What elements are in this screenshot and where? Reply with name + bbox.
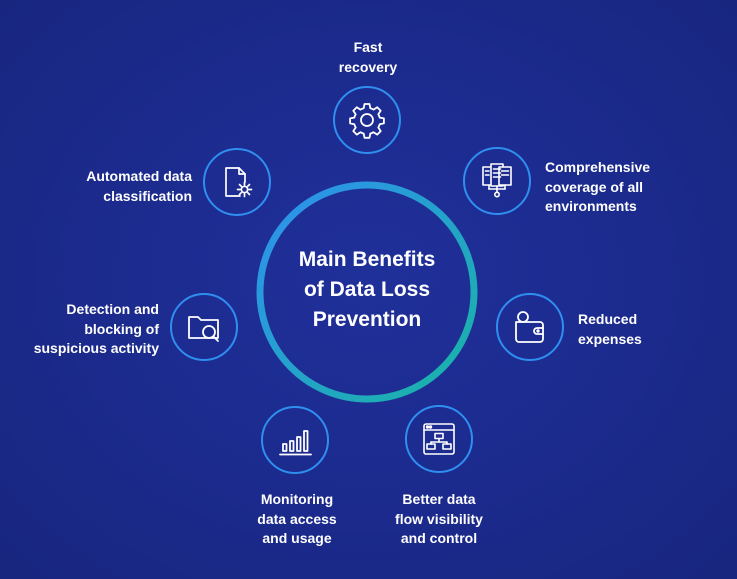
- center-title: Main Benefits of Data Loss Prevention: [267, 245, 467, 335]
- fast-recovery-node[interactable]: [333, 86, 401, 154]
- center-ring: [256, 181, 478, 403]
- monitoring-label: Monitoring data access and usage: [232, 490, 362, 549]
- detection-line-3: suspicious activity: [33, 340, 159, 356]
- monitoring-line-1: Monitoring: [260, 491, 334, 507]
- reduced-expenses-line-2: expenses: [578, 330, 642, 347]
- servers-icon: [482, 163, 512, 198]
- center-title-line-2: of Data Loss: [303, 278, 431, 301]
- automated-classification-line-1: Automated data: [86, 168, 192, 184]
- comprehensive-coverage-line-3: environments: [545, 198, 637, 214]
- monitoring-line-3: and usage: [262, 530, 332, 546]
- monitoring-line-2: data access: [257, 510, 337, 527]
- bar-chart-icon: [279, 430, 312, 456]
- flowchart-window-icon: [423, 423, 455, 455]
- fast-recovery-line-1: Fast: [353, 39, 383, 55]
- wallet-icon: [515, 311, 544, 343]
- detection-line-2: blocking of: [84, 320, 159, 337]
- reduced-expenses-label: Reduced expenses: [578, 310, 688, 349]
- comprehensive-coverage-node[interactable]: [463, 147, 531, 215]
- automated-classification-line-2: classification: [103, 187, 192, 204]
- detection-label: Detection and blocking of suspicious act…: [10, 300, 159, 359]
- reduced-expenses-node[interactable]: [496, 293, 564, 361]
- better-visibility-line-1: Better data: [402, 491, 476, 507]
- reduced-expenses-line-1: Reduced: [578, 311, 638, 327]
- automated-classification-label: Automated data classification: [40, 167, 192, 206]
- comprehensive-coverage-line-2: coverage of all: [545, 178, 644, 195]
- better-visibility-line-3: and control: [400, 530, 478, 546]
- detection-node[interactable]: [170, 293, 238, 361]
- better-visibility-line-2: flow visibility: [395, 510, 483, 527]
- center-title-line-3: Prevention: [312, 308, 422, 331]
- better-visibility-node[interactable]: [405, 405, 473, 473]
- document-gear-icon: [225, 167, 253, 198]
- gear-icon: [349, 103, 385, 139]
- folder-search-icon: [188, 316, 219, 342]
- better-visibility-label: Better data flow visibility and control: [374, 490, 504, 549]
- comprehensive-coverage-line-1: Comprehensive: [545, 159, 651, 175]
- comprehensive-coverage-label: Comprehensive coverage of all environmen…: [545, 158, 685, 217]
- monitoring-node[interactable]: [261, 406, 329, 474]
- fast-recovery-line-2: recovery: [338, 58, 398, 75]
- center-title-line-1: Main Benefits: [298, 248, 436, 271]
- detection-line-1: Detection and: [66, 301, 159, 317]
- automated-classification-node[interactable]: [203, 148, 271, 216]
- fast-recovery-label: Fast recovery: [318, 38, 418, 77]
